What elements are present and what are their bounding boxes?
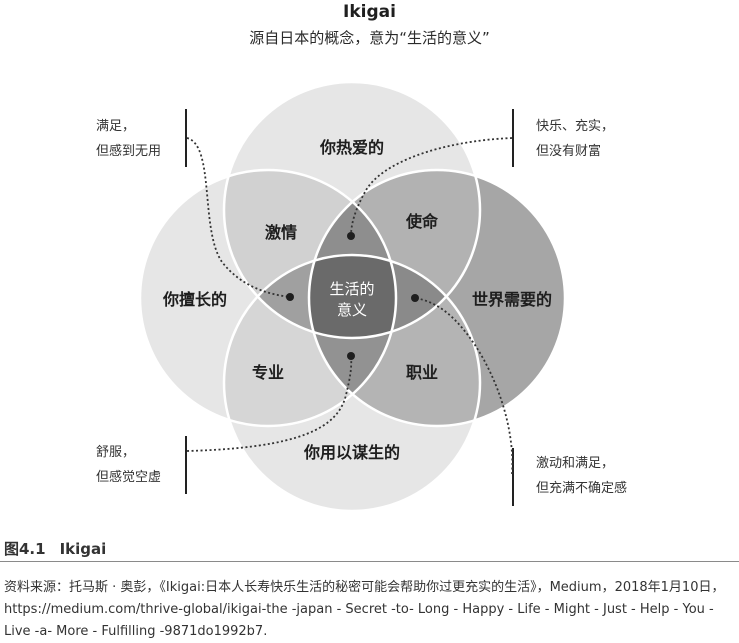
label-center-line2: 意义 [337,301,367,319]
overlap-triple-upper [309,170,396,338]
leader-top-right [350,137,513,237]
figure-caption: 图4.1 Ikigai [4,538,106,559]
overlap-top-bottom-right [309,255,480,338]
note-bottom-right-line1: 激动和满足， [536,456,615,471]
note-bottom-left-line2: 但感觉空虚 [96,470,162,485]
page-subtitle: 源自日本的概念，意为“生活的意义” [249,29,490,47]
note-top-left-line2: 但感到无用 [96,144,162,159]
figure-caption-text: Ikigai [59,540,107,558]
note-bottom-right: 激动和满足， 但充满不确定感 [536,451,627,501]
note-top-right-line1: 快乐、充实， [536,119,615,134]
note-top-right: 快乐、充实， 但没有财富 [536,114,614,164]
note-bottom-left: 舒服， 但感觉空虚 [96,440,161,490]
label-what-you-love: 你热爱的 [319,138,384,157]
label-what-world-needs: 世界需要的 [472,290,552,309]
ikigai-venn-diagram: 你热爱的 你擅长的 世界需要的 你用以谋生的 激情 使命 专业 职业 生活的 意… [138,80,567,513]
label-what-you-are-good-at: 你擅长的 [162,290,227,309]
label-what-you-can-be-paid-for: 你用以谋生的 [303,443,400,462]
overlap-top-bottom-left [224,255,396,338]
leader-dot-vocation-area [411,294,419,302]
leader-bottom-right [414,297,514,475]
page-title: Ikigai [343,2,396,22]
leader-dot-mission-area [347,232,355,240]
note-bottom-right-line2: 但充满不确定感 [536,481,628,496]
leader-dot-passion-area [286,293,294,301]
label-profession: 专业 [252,363,284,382]
leader-dot-profession-area [347,352,355,360]
figure-caption-label: 图4.1 [4,540,46,558]
label-passion: 激情 [265,223,297,242]
note-bottom-left-line1: 舒服， [96,445,136,460]
source-note: 资料来源：托马斯 · 奥彭，《Ikigai:日本人长寿快乐生活的秘密可能会帮助你… [4,580,725,639]
leader-bottom-left [186,355,353,452]
caption-divider [0,561,739,562]
label-center-line1: 生活的 [329,280,374,298]
label-mission: 使命 [405,212,439,231]
note-top-left: 满足， 但感到无用 [96,114,161,164]
label-vocation: 职业 [406,363,438,382]
leader-top-left [186,137,291,298]
note-top-left-line1: 满足， [96,119,136,134]
note-top-right-line2: 但没有财富 [536,144,602,159]
overlap-triple-lower [309,255,396,426]
